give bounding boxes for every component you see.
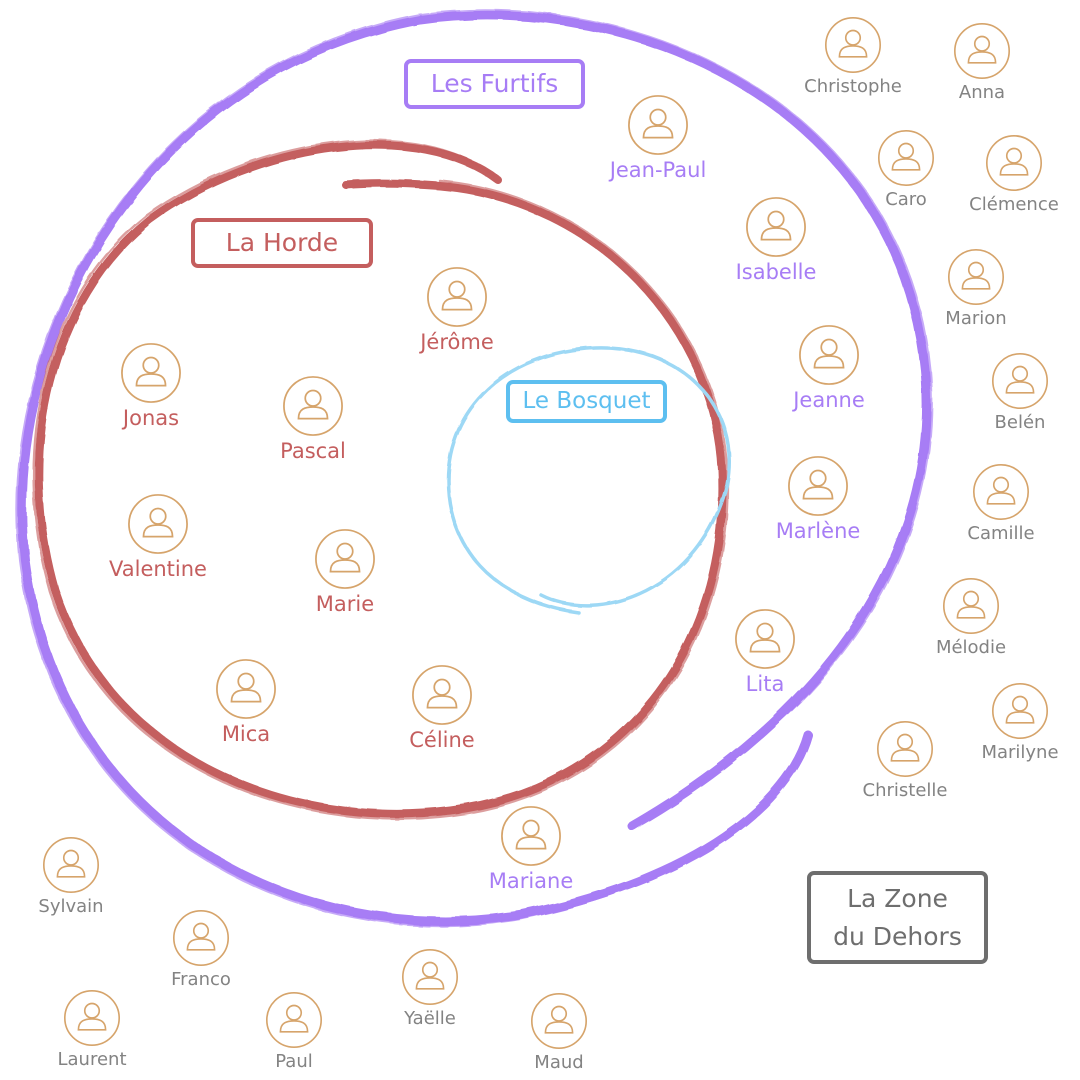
person-mariane: Mariane	[461, 805, 601, 893]
dehors-label-line2: du Dehors	[833, 921, 962, 951]
bosquet-label: Le Bosquet	[506, 380, 667, 423]
person-avatar-icon	[947, 248, 1005, 306]
person-avatar-icon	[799, 325, 859, 385]
bosquet-ring	[446, 346, 731, 614]
person-marie: Marie	[275, 528, 415, 616]
person-avatar-icon	[985, 134, 1043, 192]
person-avatar-icon	[530, 992, 588, 1050]
furtifs-label-text: Les Furtifs	[430, 69, 559, 99]
person-sylvain: Sylvain	[1, 836, 141, 917]
person-mica: Mica	[176, 658, 316, 746]
person-yaelle: Yaëlle	[360, 948, 500, 1029]
person-avatar-icon	[953, 22, 1011, 80]
person-isabelle: Isabelle	[706, 196, 846, 284]
person-avatar-icon	[265, 991, 323, 1049]
person-name: Mariane	[488, 869, 574, 893]
person-avatar-icon	[876, 720, 934, 778]
person-avatar-icon	[128, 494, 188, 554]
person-christelle: Christelle	[835, 720, 975, 801]
person-camille: Camille	[931, 463, 1071, 544]
furtifs-label: Les Furtifs	[404, 59, 585, 109]
person-belen: Belén	[950, 352, 1080, 433]
person-avatar-icon	[63, 989, 121, 1047]
person-celine: Céline	[372, 664, 512, 752]
person-marilyne: Marilyne	[950, 682, 1080, 763]
person-name: Lita	[745, 672, 785, 696]
person-avatar-icon	[788, 456, 848, 516]
person-name: Maud	[534, 1052, 584, 1073]
person-name: Mica	[221, 722, 271, 746]
person-avatar-icon	[942, 577, 1000, 635]
person-paul: Paul	[224, 991, 364, 1072]
person-name: Belén	[994, 412, 1046, 433]
dehors-label: La Zone du Dehors	[807, 871, 988, 964]
person-valentine: Valentine	[88, 493, 228, 581]
bosquet-label-text: Le Bosquet	[522, 388, 651, 415]
person-jerome: Jérôme	[387, 266, 527, 354]
person-laurent: Laurent	[22, 989, 162, 1070]
person-avatar-icon	[824, 16, 882, 74]
person-lita: Lita	[695, 608, 835, 696]
person-avatar-icon	[42, 836, 100, 894]
person-avatar-icon	[972, 463, 1030, 521]
person-name: Marie	[315, 592, 375, 616]
person-avatar-icon	[216, 659, 276, 719]
person-avatar-icon	[991, 352, 1049, 410]
person-name: Sylvain	[38, 896, 104, 917]
person-name: Anna	[958, 82, 1006, 103]
person-franco: Franco	[131, 909, 271, 990]
person-pascal: Pascal	[243, 375, 383, 463]
horde-label-text: La Horde	[225, 228, 339, 258]
person-jean-paul: Jean-Paul	[588, 94, 728, 182]
person-avatar-icon	[172, 909, 230, 967]
person-name: Camille	[967, 523, 1035, 544]
person-avatar-icon	[735, 609, 795, 669]
person-name: Clémence	[969, 194, 1059, 215]
person-name: Jonas	[122, 406, 180, 430]
person-avatar-icon	[628, 95, 688, 155]
person-avatar-icon	[427, 267, 487, 327]
person-name: Yaëlle	[404, 1008, 456, 1029]
person-melodie: Mélodie	[901, 577, 1041, 658]
person-marion: Marion	[906, 248, 1046, 329]
person-name: Laurent	[57, 1049, 127, 1070]
person-name: Jean-Paul	[609, 158, 707, 182]
dehors-label-line1: La Zone	[847, 884, 948, 913]
person-jonas: Jonas	[81, 342, 221, 430]
person-caro: Caro	[836, 129, 976, 210]
person-name: Mélodie	[935, 637, 1007, 658]
person-avatar-icon	[401, 948, 459, 1006]
person-name: Marion	[945, 308, 1007, 329]
person-avatar-icon	[746, 197, 806, 257]
person-anna: Anna	[912, 22, 1052, 103]
person-maud: Maud	[489, 992, 629, 1073]
person-name: Jeanne	[793, 388, 865, 412]
furtifs-ring	[15, 9, 933, 927]
person-marlene: Marlène	[748, 455, 888, 543]
person-avatar-icon	[877, 129, 935, 187]
person-name: Céline	[409, 728, 475, 752]
person-clemence: Clémence	[944, 134, 1080, 215]
person-avatar-icon	[315, 529, 375, 589]
person-name: Jérôme	[420, 330, 494, 354]
person-avatar-icon	[501, 806, 561, 866]
person-name: Caro	[885, 189, 927, 210]
person-name: Marilyne	[981, 742, 1059, 763]
horde-label: La Horde	[191, 218, 373, 268]
person-avatar-icon	[121, 343, 181, 403]
person-avatar-icon	[283, 376, 343, 436]
person-name: Christophe	[804, 76, 902, 97]
person-name: Franco	[171, 969, 231, 990]
person-avatar-icon	[412, 665, 472, 725]
person-name: Christelle	[862, 780, 948, 801]
person-avatar-icon	[991, 682, 1049, 740]
person-name: Pascal	[280, 439, 346, 463]
person-jeanne: Jeanne	[759, 324, 899, 412]
person-name: Paul	[275, 1051, 313, 1072]
person-name: Isabelle	[735, 260, 817, 284]
person-name: Valentine	[109, 557, 207, 581]
person-christophe: Christophe	[783, 16, 923, 97]
person-name: Marlène	[775, 519, 861, 543]
